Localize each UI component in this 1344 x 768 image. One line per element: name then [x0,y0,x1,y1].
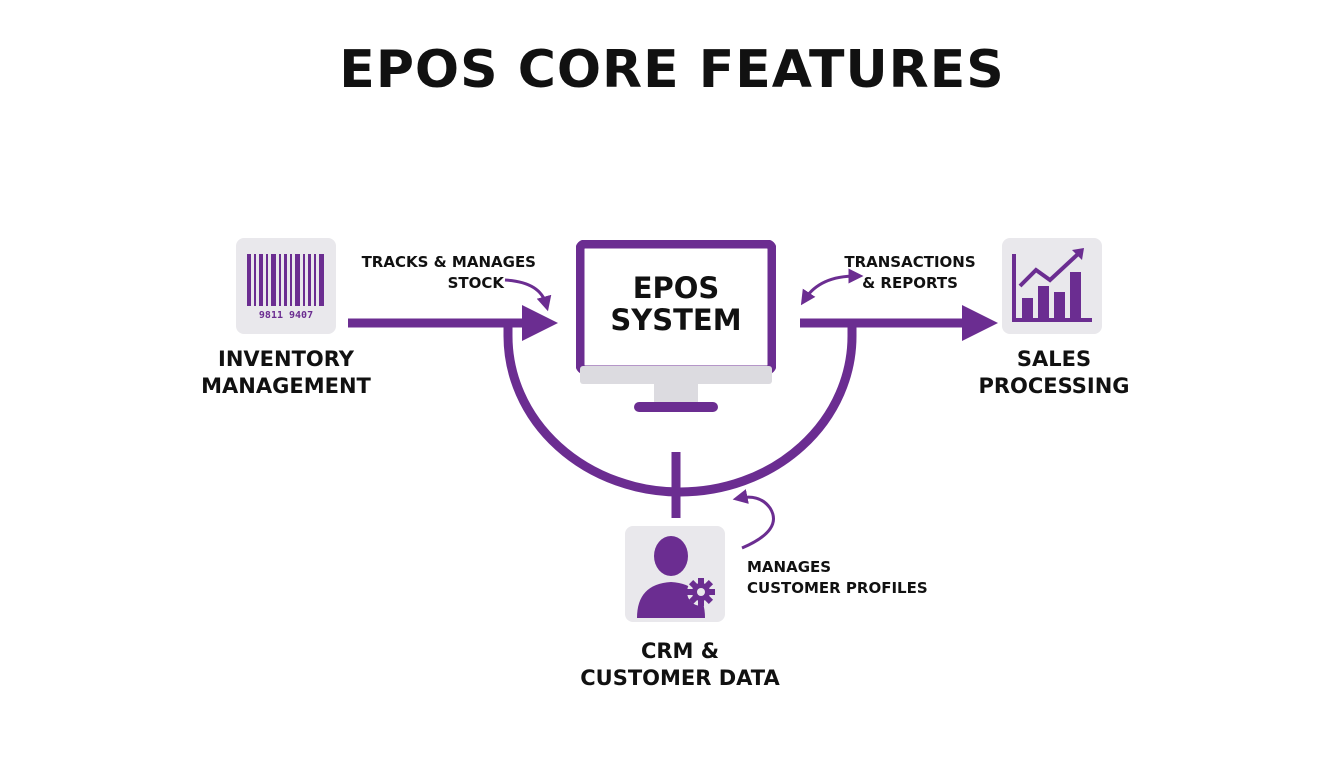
transactions-curved-arrow [800,268,864,306]
inventory-icon-box: 9811 9407 [236,238,336,334]
diagram-title: EPOS CORE FEATURES [339,40,1005,100]
inventory-connection-note: TRACKS & MANAGES STOCK [340,252,536,294]
sales-connection-note: TRANSACTIONS & REPORTS [820,252,1000,294]
crm-label-line1: CRM & [640,639,720,663]
crm-note-line2: CUSTOMER PROFILES [747,579,928,597]
sales-note-line1: TRANSACTIONS [844,253,976,271]
monitor-icon [576,240,776,412]
crm-note-line1: MANAGES [747,558,832,576]
barcode-icon: 9811 9407 [247,254,324,321]
epos-system-line2: SYSTEM [610,303,742,337]
inventory-label-line1: INVENTORY [218,347,354,371]
crm-icon-box [625,526,725,622]
epos-system-line1: EPOS [632,271,720,305]
sales-icon-box [1002,238,1102,334]
sales-label-line2: PROCESSING [978,374,1130,398]
sales-label-line1: SALES [1016,347,1092,371]
inventory-label-line2: MANAGEMENT [201,374,371,398]
epos-system-label: EPOS SYSTEM [576,272,776,336]
sales-note-line2: & REPORTS [862,274,958,292]
inventory-label: INVENTORY MANAGEMENT [186,346,386,400]
crm-label: CRM & CUSTOMER DATA [560,638,800,692]
customer-curved-arrow [732,489,775,550]
crm-connection-note: MANAGES CUSTOMER PROFILES [747,557,967,599]
inventory-note-line1: TRACKS & MANAGES [361,253,536,271]
user-gear-icon [637,536,715,618]
stock-curved-arrow [504,278,552,312]
inventory-note-line2: STOCK [447,274,504,292]
bar-chart-icon [1012,248,1092,322]
barcode-digits: 9811 9407 [259,310,313,321]
sales-label: SALES PROCESSING [954,346,1154,400]
crm-label-line2: CUSTOMER DATA [580,666,780,690]
